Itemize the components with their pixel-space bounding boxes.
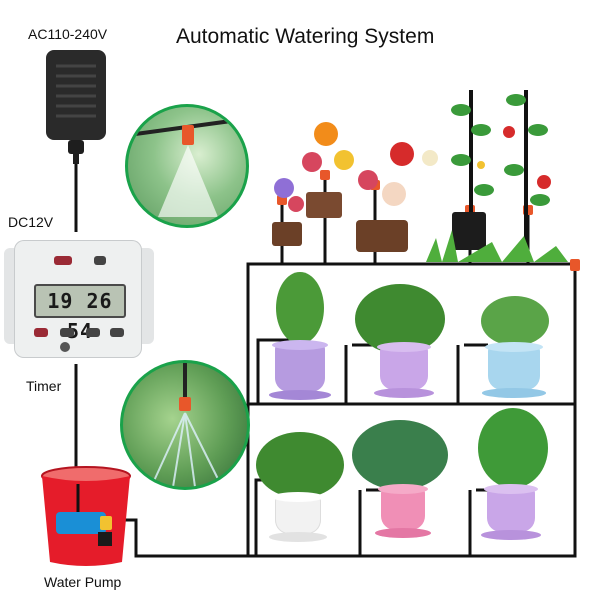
drip-nozzle-icon — [120, 360, 250, 490]
timer-device-icon: 19 26 54 — [4, 234, 154, 364]
power-adapter-icon — [46, 50, 106, 164]
potted-plant-icon — [268, 272, 332, 400]
flower-garden — [256, 70, 586, 262]
potted-plant-icon — [474, 408, 554, 540]
dc-voltage-label: DC12V — [8, 214, 54, 230]
timer-label: Timer — [26, 378, 62, 394]
potted-plant-icon — [256, 432, 344, 542]
potted-plant-icon — [475, 296, 555, 402]
diagram-title: Automatic Watering System — [176, 25, 435, 48]
potted-plant-icon — [352, 420, 448, 542]
water-pump-icon — [41, 466, 131, 566]
power-label: AC110-240V — [28, 26, 108, 42]
timer-display: 19 26 54 — [34, 284, 126, 343]
water-pump-label: Water Pump — [44, 574, 122, 590]
potted-plant-icon — [355, 284, 445, 404]
mist-nozzle-icon — [125, 104, 249, 228]
